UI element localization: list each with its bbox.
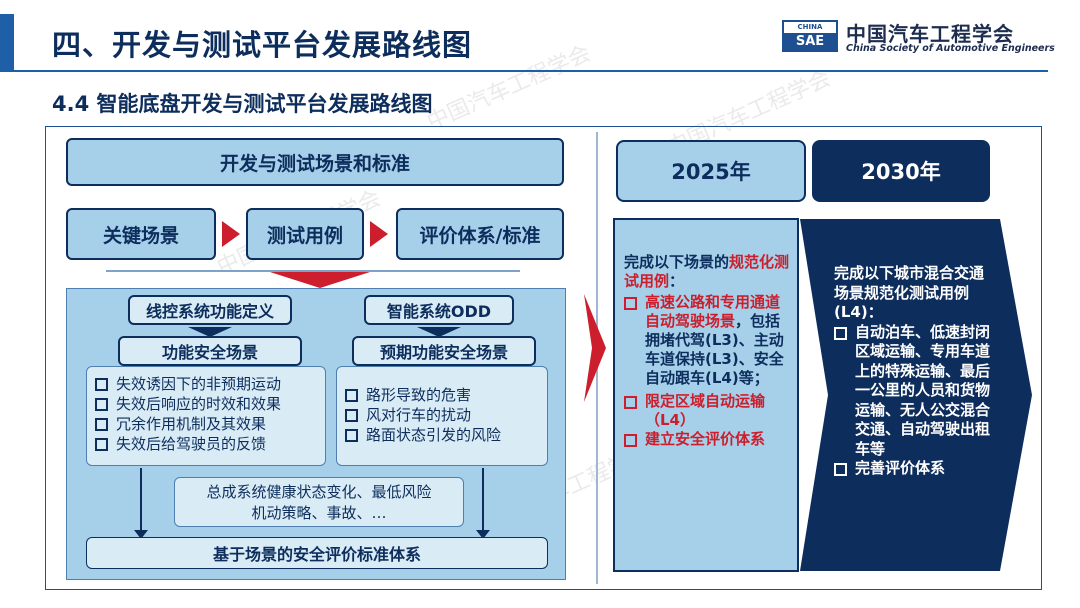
checkbox-icon (95, 438, 108, 451)
scenario-standard-box: 开发与测试场景和标准 (66, 138, 564, 186)
flow-arrow-icon (370, 221, 388, 247)
plan-2025-intro: 完成以下场景的规范化测试用例： (624, 253, 790, 290)
list-item: 自动泊车、低速封闭区域运输、专用车道上的特殊运输、最后一公里的人员和货物运输、无… (834, 323, 992, 460)
left-vertical-line (140, 468, 142, 532)
section-subtitle: 4.4 智能底盘开发与测试平台发展路线图 (52, 92, 433, 116)
col1-title-box: 线控系统功能定义 (128, 295, 292, 325)
strategy-box: 总成系统健康状态变化、最低风险 机动策略、事故、… (174, 477, 464, 527)
flow-test-case: 测试用例 (246, 208, 364, 260)
col1-sub-box: 功能安全场景 (118, 336, 302, 366)
checkbox-icon (95, 398, 108, 411)
checkbox-icon (345, 429, 358, 442)
checkbox-icon (345, 409, 358, 422)
checkbox-icon (834, 463, 847, 476)
col2-list-box: 路形导致的危害 风对行车的扰动 路面状态引发的风险 (336, 366, 548, 466)
list-item: 限定区域自动运输（L4） (624, 392, 790, 430)
col2-sub-box: 预期功能安全场景 (352, 336, 536, 366)
right-arrowhead-icon (476, 530, 490, 539)
plan-2030-intro: 完成以下城市混合交通场景规范化测试用例(L4)： (834, 264, 985, 321)
year-2025-box: 2025年 (616, 140, 806, 202)
list-item: 建立安全评价体系 (624, 430, 790, 449)
red-chevron-icon (584, 294, 606, 402)
checkbox-icon (834, 326, 847, 340)
checkbox-icon (95, 378, 108, 391)
logo-badge-bottom: SAE (784, 33, 836, 50)
sae-logo: CHINA SAE (782, 20, 838, 52)
list-item: 失效后响应的时效和效果 (95, 394, 325, 414)
list-item: 失效后给驾驶员的反馈 (95, 434, 325, 454)
logo-badge-top: CHINA (797, 23, 823, 31)
list-item: 冗余作用机制及其效果 (95, 414, 325, 434)
col1-list-box: 失效诱因下的非预期运动 失效后响应的时效和效果 冗余作用机制及其效果 失效后给驾… (86, 366, 326, 466)
safety-evaluation-box: 基于场景的安全评价标准体系 (86, 537, 548, 569)
list-item: 路形导致的危害 (345, 385, 547, 405)
page-title: 四、开发与测试平台发展路线图 (52, 28, 473, 62)
checkbox-icon (95, 418, 108, 431)
col2-title-box: 智能系统ODD (364, 295, 514, 325)
title-accent-bar (0, 14, 14, 70)
flow-key-scenario: 关键场景 (66, 208, 216, 260)
logo-name-en: China Society of Automotive Engineers (846, 43, 1055, 54)
year-2030-box: 2030年 (812, 140, 990, 202)
flow-arrow-icon (222, 221, 240, 247)
list-item: 失效诱因下的非预期运动 (95, 374, 325, 394)
checkbox-icon (345, 389, 358, 402)
list-item: 高速公路和专用通道自动驾驶场景，包括拥堵代驾(L3)、主动车道保持(L3)、安全… (624, 293, 790, 388)
right-vertical-line (482, 468, 484, 532)
checkbox-icon (624, 396, 637, 409)
list-item: 路面状态引发的风险 (345, 425, 547, 445)
checkbox-icon (624, 434, 637, 447)
checkbox-icon (624, 297, 637, 310)
flow-evaluation-standard: 评价体系/标准 (396, 208, 564, 260)
list-item: 风对行车的扰动 (345, 405, 547, 425)
header-divider (0, 70, 1048, 72)
down-arrow-icon (270, 272, 370, 288)
left-arrowhead-icon (134, 530, 148, 539)
plan-2025: 完成以下场景的规范化测试用例： 高速公路和专用通道自动驾驶场景，包括拥堵代驾(L… (624, 253, 790, 449)
flow-separator (106, 270, 520, 272)
plan-2030: 完成以下城市混合交通场景规范化测试用例(L4)： 自动泊车、低速封闭区域运输、专… (834, 264, 992, 479)
timeline-panels (613, 218, 1032, 572)
col1-arrow-icon (188, 327, 232, 337)
logo-name-cn: 中国汽车工程学会 (846, 22, 1014, 46)
list-item: 完善评价体系 (834, 459, 992, 479)
col2-arrow-icon (417, 327, 461, 337)
diagram-frame (45, 126, 1042, 590)
